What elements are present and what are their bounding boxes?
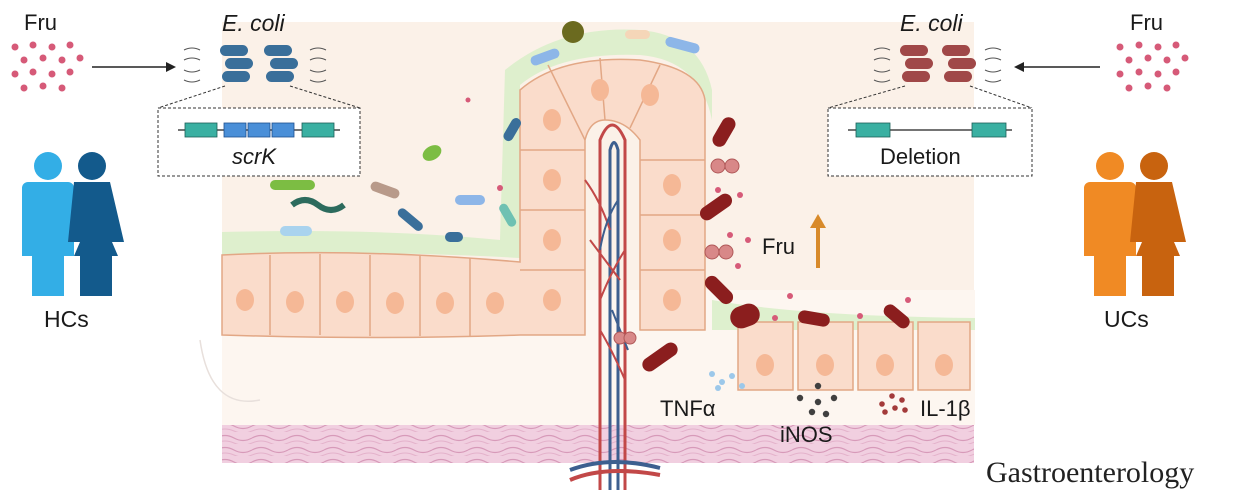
commensal-bacteria bbox=[270, 21, 700, 242]
right-zoom-lines bbox=[827, 85, 1033, 109]
inos-dots bbox=[796, 382, 838, 418]
tissue-fru-label: Fru bbox=[762, 234, 795, 259]
right-gene-box bbox=[827, 107, 1033, 177]
left-ecoli-icon bbox=[183, 45, 327, 83]
left-gene-label: scrK bbox=[232, 144, 276, 169]
ucs-label: UCs bbox=[1104, 306, 1149, 332]
il1b-label: IL-1β bbox=[920, 396, 971, 421]
blood-vessels bbox=[569, 123, 661, 490]
left-gene-box bbox=[157, 107, 361, 177]
left-zoom-lines bbox=[157, 85, 361, 109]
left-arrow bbox=[92, 62, 176, 72]
journal-name: Gastroenterology bbox=[986, 456, 1195, 489]
increase-arrow-icon bbox=[810, 214, 826, 268]
muscle-layer bbox=[222, 425, 974, 463]
left-fructose-dots bbox=[11, 41, 84, 92]
right-gene-map bbox=[848, 122, 1012, 138]
il1b-dots bbox=[879, 393, 908, 415]
tissue-fructose bbox=[465, 97, 911, 321]
invading-ecoli bbox=[642, 117, 910, 372]
right-gene-label: Deletion bbox=[880, 144, 961, 169]
right-ecoli-icon bbox=[873, 45, 1002, 83]
left-fru-label: Fru bbox=[24, 10, 57, 35]
inos-label: iNOS bbox=[780, 422, 833, 447]
left-ecoli-label: E. coli bbox=[222, 10, 285, 36]
right-fru-label: Fru bbox=[1130, 10, 1163, 35]
right-arrow bbox=[1014, 62, 1100, 72]
villus-epithelium bbox=[221, 57, 706, 339]
right-ecoli-label: E. coli bbox=[900, 10, 963, 36]
infected-cells bbox=[613, 158, 740, 345]
cell-nuclei bbox=[236, 79, 681, 314]
left-gene-map bbox=[178, 122, 340, 138]
tnf-dots bbox=[709, 371, 745, 391]
right-fructose-dots bbox=[1116, 41, 1189, 92]
hcs-people-icon bbox=[22, 152, 124, 296]
tnf-label: TNFα bbox=[660, 396, 716, 421]
ucs-people-icon bbox=[1084, 152, 1186, 296]
hcs-label: HCs bbox=[44, 306, 89, 332]
